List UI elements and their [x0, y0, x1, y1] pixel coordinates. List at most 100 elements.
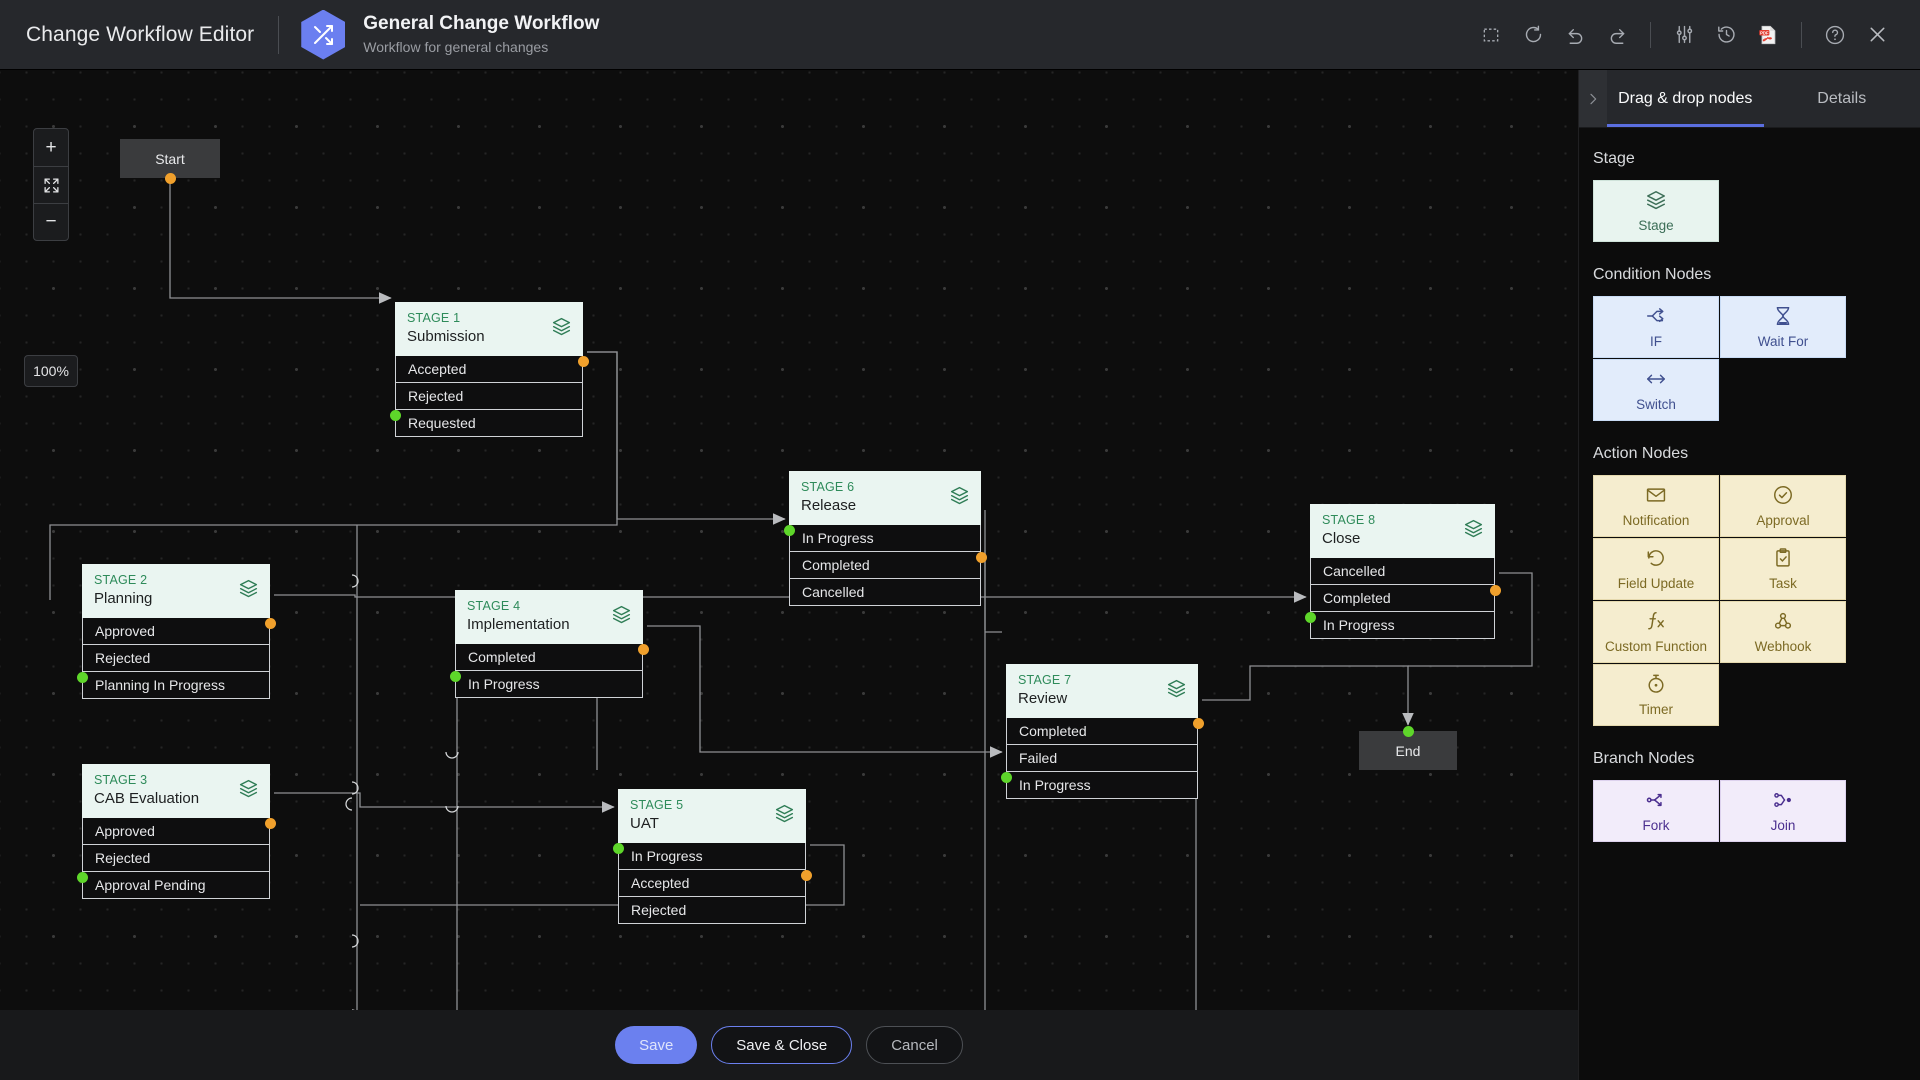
hourglass-icon — [1772, 305, 1794, 330]
stage1-output-port[interactable] — [577, 356, 589, 367]
help-icon[interactable] — [1816, 16, 1854, 54]
palette-node-switch[interactable]: Switch — [1593, 359, 1719, 421]
palette-section-title: Action Nodes — [1593, 445, 1689, 462]
stage-condition-row[interactable]: In Progress — [1310, 612, 1495, 640]
stage-condition-row[interactable]: In Progress — [789, 525, 981, 553]
stage-condition-label: In Progress — [631, 848, 703, 865]
stage6-input-port[interactable] — [783, 525, 795, 536]
stage-condition-row[interactable]: Rejected — [395, 383, 583, 411]
zoom-out-button[interactable]: − — [34, 203, 68, 240]
stage-condition-row[interactable]: In Progress — [455, 671, 643, 699]
stage-condition-row[interactable]: Approved — [82, 618, 270, 646]
stage-condition-label: Accepted — [631, 875, 690, 892]
zoom-in-button[interactable]: + — [45, 136, 57, 158]
toolbar-divider-2 — [1801, 21, 1802, 48]
stage-condition-row[interactable]: Completed — [789, 552, 981, 580]
cancel-button[interactable]: Cancel — [866, 1026, 963, 1064]
stage-condition-row[interactable]: Approved — [82, 818, 270, 846]
stage1-input-port[interactable] — [389, 410, 401, 421]
stage-condition-row[interactable]: Rejected — [82, 845, 270, 873]
palette-node-timer[interactable]: Timer — [1593, 664, 1719, 726]
stage-condition-row[interactable]: In Progress — [618, 843, 806, 871]
stage-condition-row[interactable]: Completed — [1310, 585, 1495, 613]
settings-sliders-icon[interactable] — [1665, 16, 1703, 54]
refresh-icon[interactable] — [1514, 16, 1552, 54]
stage-condition-row[interactable]: Rejected — [618, 897, 806, 925]
tab-drag-drop-nodes[interactable]: Drag & drop nodes — [1607, 70, 1764, 127]
end-node[interactable]: End — [1359, 731, 1457, 770]
stage5-input-port[interactable] — [612, 843, 624, 854]
end-node-label: End — [1395, 742, 1421, 759]
stage-condition-row[interactable]: Completed — [455, 644, 643, 672]
palette-node-custom-function[interactable]: Custom Function — [1593, 601, 1719, 663]
stage2-input-port[interactable] — [76, 672, 88, 683]
layers-icon — [1645, 189, 1667, 214]
palette-node-stage[interactable]: Stage — [1593, 180, 1719, 242]
palette-node-wait-for[interactable]: Wait For — [1720, 296, 1846, 358]
zoom-level-display[interactable]: 100% — [24, 355, 78, 387]
start-output-port[interactable] — [164, 172, 176, 184]
stage-condition-row[interactable]: Rejected — [82, 645, 270, 673]
palette-node-join[interactable]: Join — [1720, 780, 1846, 842]
palette-node-webhook[interactable]: Webhook — [1720, 601, 1846, 663]
save-button[interactable]: Save — [615, 1026, 698, 1064]
chevron-right-icon[interactable] — [1579, 70, 1607, 127]
palette-node-label: Switch — [1636, 397, 1676, 413]
stage6-output-port[interactable] — [975, 552, 987, 563]
marquee-select-icon[interactable] — [1472, 16, 1510, 54]
stage3-output-port[interactable] — [264, 818, 276, 829]
stopwatch-icon — [1645, 673, 1667, 698]
stage8-output-port[interactable] — [1489, 585, 1501, 596]
layers-icon — [1166, 678, 1187, 704]
stage-condition-row[interactable]: Accepted — [618, 870, 806, 898]
palette-node-approval[interactable]: Approval — [1720, 475, 1846, 537]
stage-condition-label: Completed — [1323, 590, 1391, 607]
stage-condition-row[interactable]: Requested — [395, 410, 583, 438]
stage-condition-row[interactable]: Approval Pending — [82, 872, 270, 900]
app-header: Change Workflow Editor General Change Wo… — [0, 0, 1920, 70]
redo-icon[interactable] — [1598, 16, 1636, 54]
stage5-output-port[interactable] — [800, 870, 812, 881]
end-input-port[interactable] — [1402, 725, 1414, 737]
stage2-output-port[interactable] — [264, 618, 276, 629]
stage-condition-row[interactable]: Accepted — [395, 356, 583, 384]
stage-condition-row[interactable]: Completed — [1006, 718, 1198, 746]
stage-condition-row[interactable]: In Progress — [1006, 772, 1198, 800]
export-pdf-icon[interactable]: PDF — [1749, 16, 1787, 54]
start-node[interactable]: Start — [120, 139, 220, 178]
stage4-input-port[interactable] — [449, 671, 461, 682]
undo-icon[interactable] — [1556, 16, 1594, 54]
fit-to-screen-icon[interactable] — [34, 166, 68, 203]
close-icon[interactable] — [1858, 16, 1896, 54]
workflow-name: General Change Workflow — [363, 12, 600, 34]
stage3-input-port[interactable] — [76, 872, 88, 883]
stage4-output-port[interactable] — [637, 644, 649, 655]
stage8-input-port[interactable] — [1304, 612, 1316, 623]
stage-condition-row[interactable]: Planning In Progress — [82, 672, 270, 700]
palette-node-task[interactable]: Task — [1720, 538, 1846, 600]
stage-condition-row[interactable]: Failed — [1006, 745, 1198, 773]
palette-node-notification[interactable]: Notification — [1593, 475, 1719, 537]
palette-node-field-update[interactable]: Field Update — [1593, 538, 1719, 600]
palette-node-fork[interactable]: Fork — [1593, 780, 1719, 842]
stage-condition-row[interactable]: Cancelled — [789, 579, 981, 607]
palette-node-if[interactable]: IF — [1593, 296, 1719, 358]
save-and-close-button[interactable]: Save & Close — [711, 1026, 853, 1064]
stage7-output-port[interactable] — [1192, 718, 1204, 729]
stage-condition-row[interactable]: Cancelled — [1310, 558, 1495, 586]
tab-details[interactable]: Details — [1817, 89, 1867, 107]
history-icon[interactable] — [1707, 16, 1745, 54]
stage7-input-port[interactable] — [1000, 772, 1012, 783]
